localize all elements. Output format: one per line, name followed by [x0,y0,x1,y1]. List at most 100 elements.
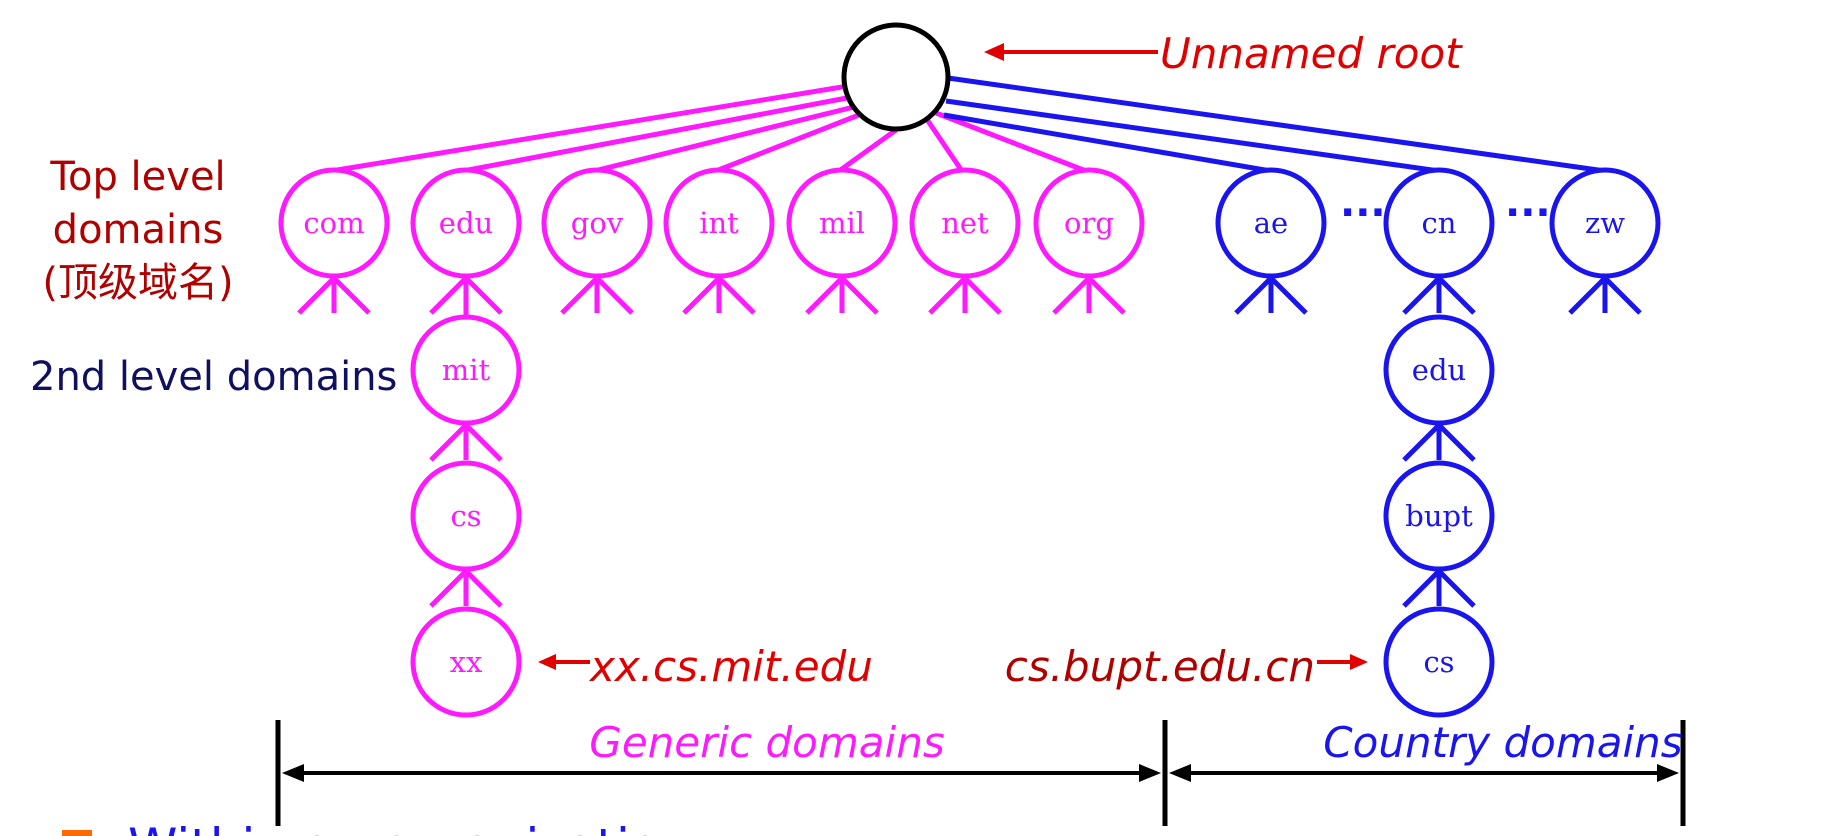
root-line-net [925,119,965,173]
tld-node-int: int [663,167,775,279]
mit-branch-fork-1 [429,569,503,608]
tld-node-zw: zw [1549,167,1661,279]
root-node [841,22,951,132]
mit-branch: mit cs xx [410,312,522,718]
bupt-branch-node-1: bupt [1383,460,1495,572]
bupt-branch-node-0: edu [1383,314,1495,426]
mit-branch-node-2: xx [410,606,522,718]
bupt-branch-node-0-circle [1383,314,1495,426]
tld-fork-gov [560,276,634,315]
tld-fork-int [682,276,756,315]
tld-node-int-circle [663,167,775,279]
root-line-com [330,83,849,174]
root-arrow-head [984,43,1004,61]
tld-node-com-label: com [303,206,364,240]
root-connection-lines [330,75,1606,174]
mit-branch-node-2-label: xx [450,645,483,679]
tld-node-com-circle [278,167,390,279]
tld-node-mil: mil [786,167,898,279]
country-tld-nodes: ae cn zw [1215,167,1661,315]
footer-bullet-marker [62,830,92,836]
mit-branch-fork-0 [429,423,503,462]
tld-node-org-label: org [1064,206,1114,240]
right-example-arrow-head [1350,654,1368,670]
bupt-branch-node-1-label: bupt [1405,499,1473,533]
root-line-org [935,110,1087,174]
tld-fork-net [928,276,1002,315]
tld-fork-cn [1402,276,1476,315]
tld-node-cn-circle [1383,167,1495,279]
tld-node-net: net [909,167,1021,279]
ellipsis-cn-zw: ··· [1505,190,1551,236]
tld-node-ae: ae [1215,167,1327,279]
tld-node-ae-label: ae [1254,206,1288,240]
top-level-label-line1: Top level [49,154,225,200]
root-line-zw [947,75,1606,174]
country-range-left-head [1169,764,1191,782]
root-line-mil [837,127,898,174]
root-label: Unnamed root [1160,29,1463,78]
tld-node-ae-circle [1215,167,1327,279]
generic-domains-label: Generic domains [589,718,944,767]
root-line-ae [943,112,1272,174]
tld-fork-zw [1568,276,1642,315]
left-example: xx.cs.mit.edu [538,642,873,691]
bupt-branch: edu bupt cs [1383,314,1495,718]
mit-branch-node-1-label: cs [450,499,481,533]
country-domains-label: Country domains [1323,718,1682,767]
bupt-branch-node-2: cs [1383,606,1495,718]
mit-branch-node-2-circle [410,606,522,718]
top-level-label-line3: (顶级域名) [42,260,233,306]
tld-node-com: com [278,167,390,279]
tld-node-cn-label: cn [1422,206,1457,240]
generic-range-left-head [282,764,304,782]
left-example-label: xx.cs.mit.edu [588,642,873,691]
bupt-branch-node-2-label: cs [1423,645,1454,679]
left-example-arrow-head [538,654,556,670]
right-example: cs.bupt.edu.cn [1005,642,1368,691]
tld-node-edu: edu [410,167,522,279]
root-annotation: Unnamed root [984,29,1463,78]
tld-node-edu-circle [410,167,522,279]
tld-node-edu-label: edu [439,206,493,240]
tld-node-org-circle [1033,167,1145,279]
root-line-gov [593,103,859,174]
tld-fork-ae [1234,276,1308,315]
mit-branch-node-1: cs [410,460,522,572]
footer-text: Within an organization [128,818,692,836]
tld-fork-mil [805,276,879,315]
bupt-branch-node-0-label: edu [1412,353,1466,387]
right-example-label: cs.bupt.edu.cn [1005,642,1315,691]
second-level-label: 2nd level domains [30,354,397,400]
tld-node-mil-circle [786,167,898,279]
footer-bullet: Within an organization [62,818,692,836]
tld-fork-org [1052,276,1126,315]
tld-node-net-label: net [941,206,989,240]
bupt-branch-node-2-circle [1383,606,1495,718]
tld-node-int-label: int [699,206,739,240]
generic-tld-nodes: com edu gov int mil net org [278,167,1145,315]
bupt-branch-fork-1 [1402,569,1476,608]
mit-branch-node-0: mit [410,314,522,426]
bupt-branch-node-1-circle [1383,460,1495,572]
range-markers: Generic domains Country domains [275,718,1686,826]
ellipsis-ae-cn: ··· [1340,190,1386,236]
root-line-int [715,110,865,174]
tld-node-mil-label: mil [819,206,865,240]
country-range-right-head [1657,764,1679,782]
bupt-branch-fork-0 [1402,423,1476,462]
tld-node-cn: cn [1383,167,1495,279]
tld-node-org: org [1033,167,1145,279]
tld-node-gov-circle [541,167,653,279]
tld-node-net-circle [909,167,1021,279]
root-line-edu [462,94,853,174]
tld-node-gov: gov [541,167,653,279]
generic-range-right-head [1139,764,1161,782]
mit-branch-node-1-circle [410,460,522,572]
tld-node-gov-label: gov [571,206,624,240]
mit-branch-node-0-label: mit [442,353,491,387]
root-line-cn [945,98,1440,174]
tld-node-zw-label: zw [1585,206,1625,240]
tld-fork-edu [429,276,503,315]
